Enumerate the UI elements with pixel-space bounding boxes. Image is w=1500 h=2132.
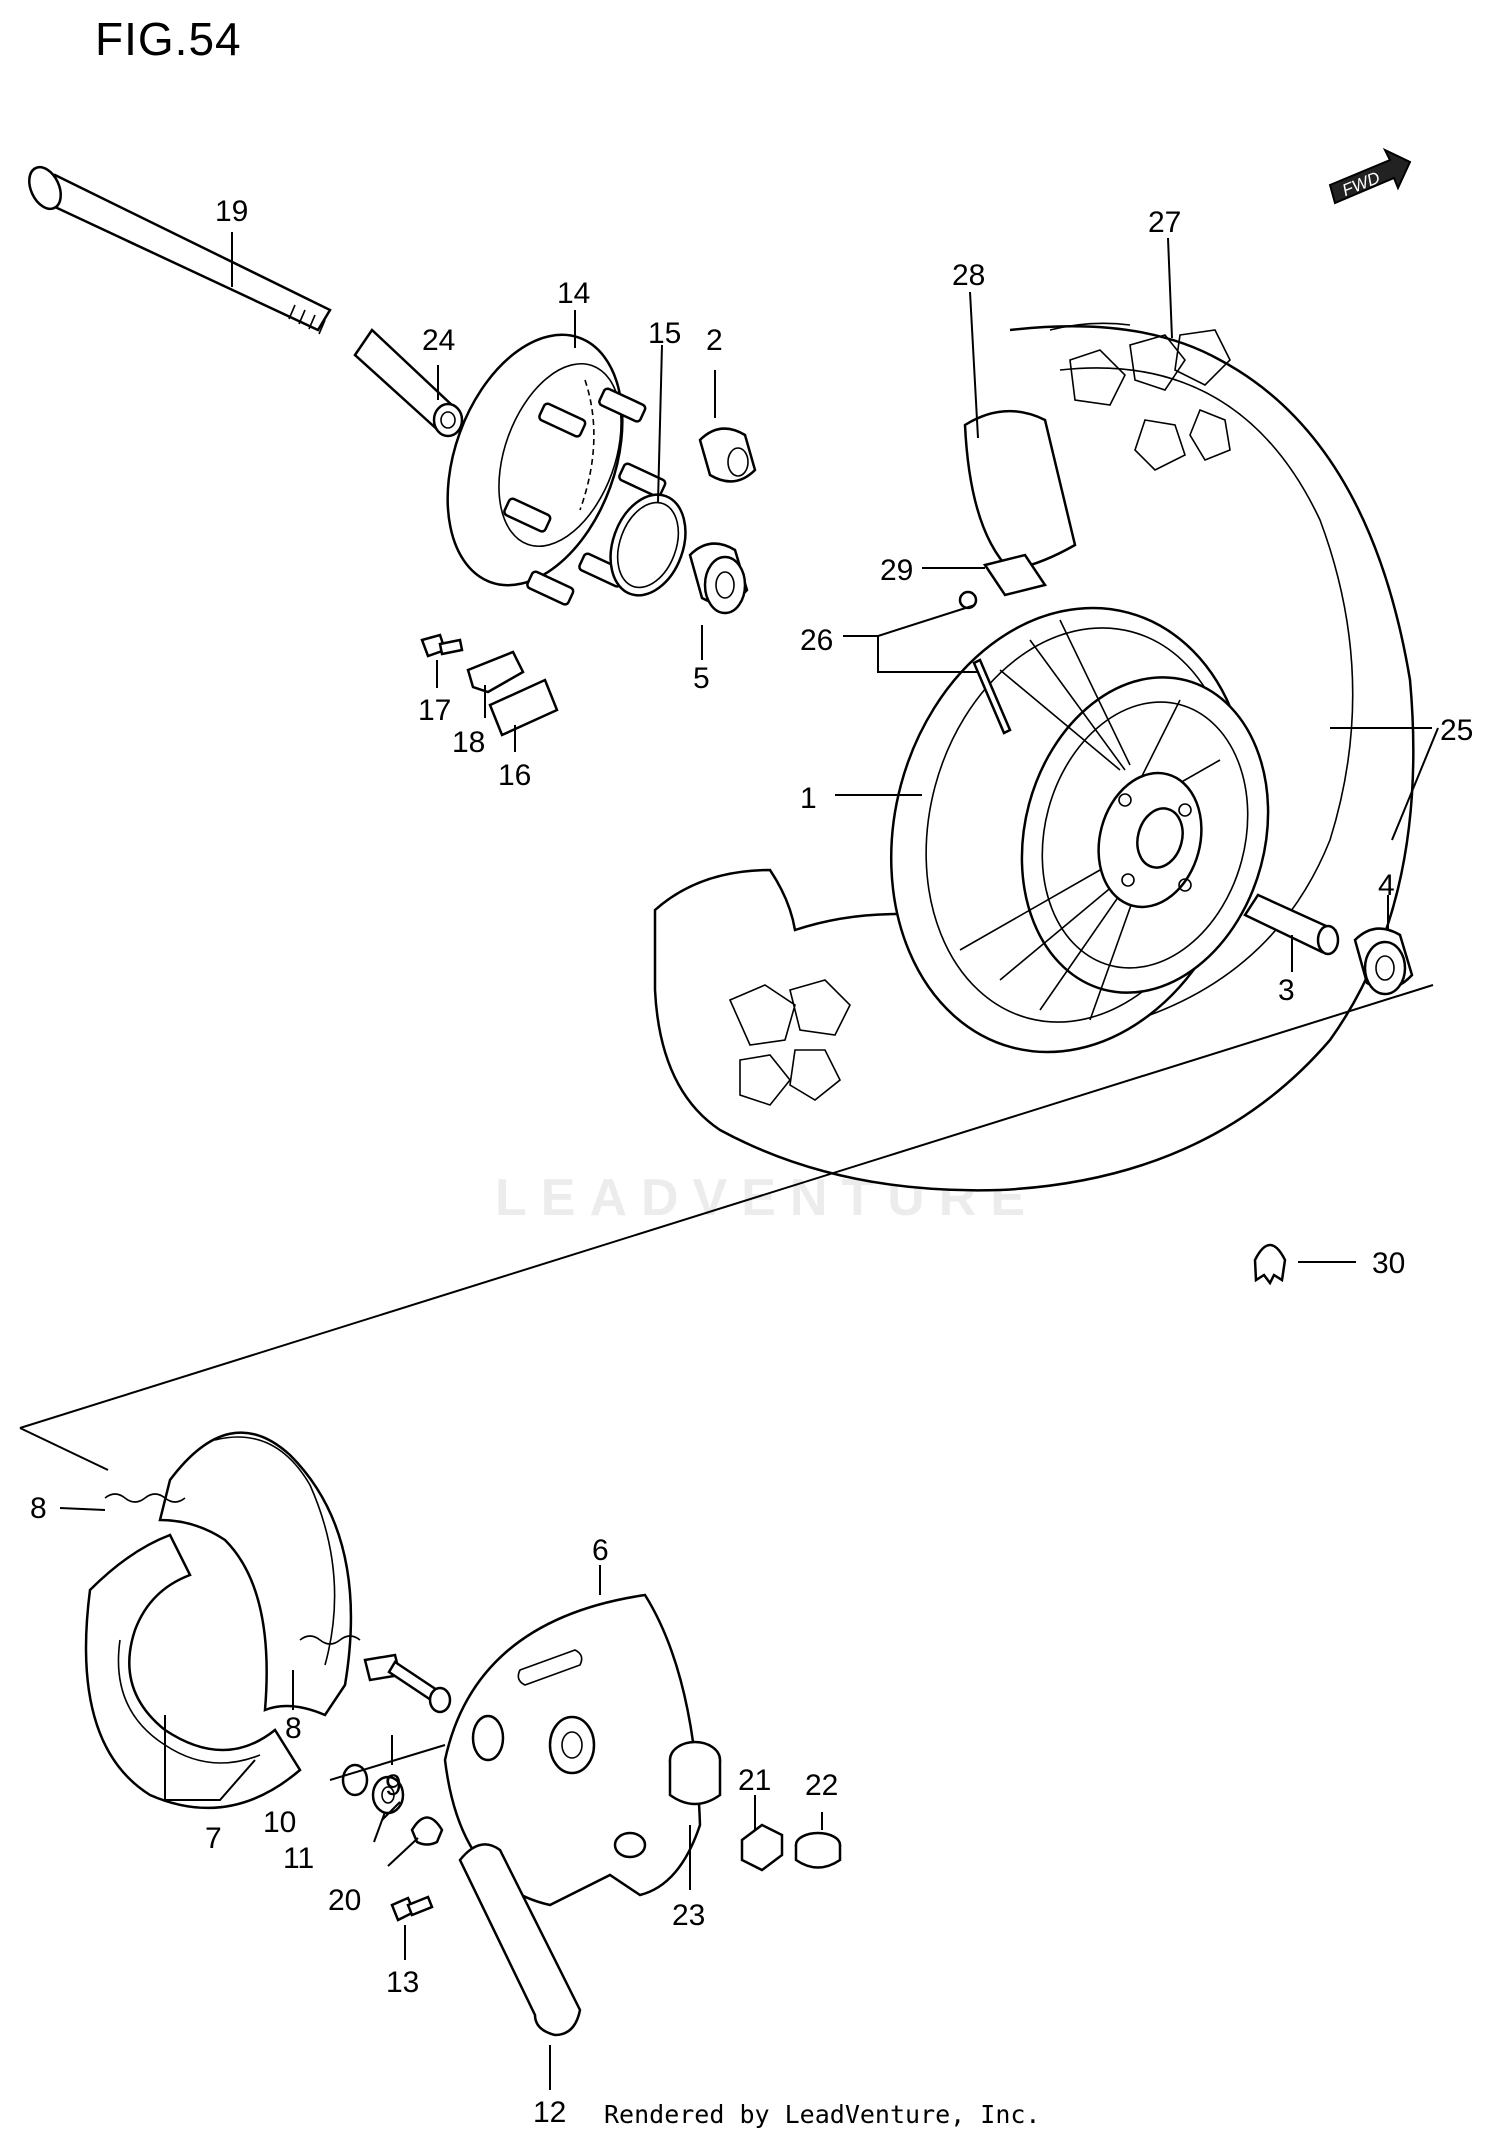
callout-5: 5 bbox=[693, 662, 710, 695]
clip-nut bbox=[1253, 1243, 1287, 1286]
callout-10: 10 bbox=[263, 1806, 296, 1839]
render-credit: Rendered by LeadVenture, Inc. bbox=[604, 2100, 1041, 2129]
callout-13: 13 bbox=[386, 1966, 419, 1999]
figure-title: FIG.54 bbox=[95, 13, 242, 65]
return-spring-upper bbox=[104, 1493, 186, 1503]
callout-labels: 19 24 14 15 2 5 17 18 16 28 27 29 26 25 … bbox=[30, 195, 1473, 2129]
indicator-plate bbox=[410, 1816, 444, 1846]
callout-8-upper: 8 bbox=[30, 1492, 47, 1525]
arm-bolt bbox=[390, 1895, 434, 1922]
washer-a bbox=[341, 1763, 369, 1797]
callout-26: 26 bbox=[800, 624, 833, 657]
rim-band bbox=[982, 553, 1048, 597]
axle-spacer bbox=[353, 328, 464, 438]
callout-8-lower: 8 bbox=[285, 1712, 302, 1745]
callout-20: 20 bbox=[328, 1884, 361, 1917]
return-spring-lower bbox=[299, 1635, 361, 1645]
callout-11: 11 bbox=[283, 1842, 314, 1875]
callout-3: 3 bbox=[1278, 974, 1295, 1007]
brake-arm bbox=[458, 1843, 582, 2037]
fwd-arrow-icon: FWD bbox=[1328, 147, 1412, 205]
section-divider bbox=[19, 984, 1434, 1429]
callout-24: 24 bbox=[422, 324, 455, 357]
callout-21: 21 bbox=[738, 1764, 771, 1797]
callout-14: 14 bbox=[557, 277, 590, 310]
callout-25: 25 bbox=[1440, 714, 1473, 747]
bolt-small bbox=[420, 633, 464, 658]
rear-wheel-assembly bbox=[653, 322, 1415, 1192]
callout-22: 22 bbox=[805, 1769, 838, 1802]
callout-7: 7 bbox=[205, 1822, 222, 1855]
bushing bbox=[698, 427, 757, 483]
axle bbox=[28, 165, 332, 335]
bearing-left bbox=[688, 542, 749, 615]
valve-stem bbox=[958, 590, 1012, 735]
callout-15: 15 bbox=[648, 317, 681, 350]
o-ring bbox=[609, 493, 687, 597]
callout-18: 18 bbox=[452, 726, 485, 759]
bearing-right bbox=[1353, 927, 1414, 996]
damper-pad bbox=[488, 678, 559, 737]
callout-27: 27 bbox=[1148, 206, 1181, 239]
callout-9: 9 bbox=[385, 1769, 402, 1802]
callout-16: 16 bbox=[498, 759, 531, 792]
callout-6: 6 bbox=[592, 1534, 609, 1567]
spacer-right bbox=[1243, 893, 1340, 956]
callout-30: 30 bbox=[1372, 1247, 1405, 1280]
drum-hub bbox=[446, 333, 667, 606]
lock-plate bbox=[466, 650, 525, 694]
fwd-label: FWD bbox=[1340, 168, 1383, 200]
callout-2: 2 bbox=[706, 324, 723, 357]
axle-nut bbox=[740, 1823, 784, 1872]
torque-bushing bbox=[668, 1740, 722, 1806]
callout-29: 29 bbox=[880, 554, 913, 587]
brake-shoe-set bbox=[84, 1431, 353, 1810]
callout-4: 4 bbox=[1378, 869, 1395, 902]
callout-19: 19 bbox=[215, 195, 248, 228]
axle-cap bbox=[794, 1831, 842, 1869]
leader-lines bbox=[59, 232, 1439, 2090]
callout-12: 12 bbox=[533, 2096, 566, 2129]
callout-23: 23 bbox=[672, 1899, 705, 1932]
brake-cam bbox=[363, 1653, 452, 1714]
callout-17: 17 bbox=[418, 694, 451, 727]
callout-1: 1 bbox=[800, 782, 817, 815]
callout-28: 28 bbox=[952, 259, 985, 292]
